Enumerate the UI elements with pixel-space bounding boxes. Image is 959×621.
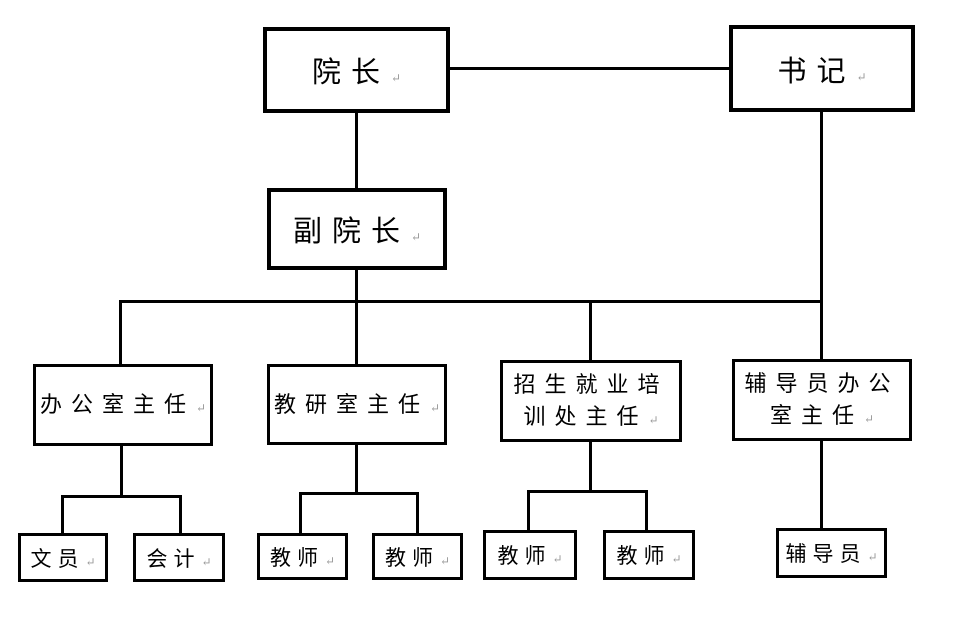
node-office-director-label: 办公室主任: [39, 392, 195, 418]
edge-distribution-bar: [120, 300, 823, 303]
node-teacher-1: 教师↵: [257, 533, 348, 580]
node-admissions-employment-training-director: 招生就业培训处主任↵: [500, 360, 682, 442]
node-clerk: 文员↵: [18, 533, 108, 582]
node-secretary-label: 书记: [777, 55, 856, 88]
paragraph-mark-icon: ↵: [201, 554, 212, 569]
edge-teaching-subtree-stem: [355, 445, 358, 494]
node-office-director: 办公室主任↵: [33, 364, 213, 446]
paragraph-mark-icon: ↵: [863, 412, 875, 426]
paragraph-mark-icon: ↵: [552, 552, 563, 566]
edge-drop-accountant: [179, 495, 182, 533]
node-vice-dean: 副院长↵: [267, 188, 447, 270]
node-teacher-2: 教师↵: [372, 533, 463, 580]
node-dean-label: 院长: [311, 57, 390, 89]
node-teacher-2-label: 教师: [384, 545, 439, 570]
paragraph-mark-icon: ↵: [324, 553, 336, 568]
node-teaching-research-director-label: 教研室主任: [273, 391, 429, 417]
edge-dean-vicedean: [355, 113, 358, 188]
edge-admissions-subtree-bar: [527, 490, 648, 493]
node-teacher-3-label: 教师: [497, 544, 552, 568]
paragraph-mark-icon: ↵: [410, 230, 422, 244]
node-vice-dean-label: 副院长: [292, 216, 410, 248]
node-secretary: 书记↵: [729, 25, 915, 112]
paragraph-mark-icon: ↵: [390, 71, 402, 85]
node-teacher-4-label: 教师: [616, 544, 671, 568]
node-admissions-employment-training-director-label: 招生就业培训处主任: [513, 372, 669, 429]
edge-drop-counselor: [820, 441, 823, 528]
node-teacher-3: 教师↵: [483, 530, 577, 580]
edge-drop-teacher2: [416, 492, 419, 533]
edge-drop-clerk: [61, 495, 64, 533]
edge-admissions-subtree-stem: [589, 442, 592, 492]
edge-drop-teacher1: [299, 492, 302, 533]
node-counselor: 辅导员↵: [776, 528, 887, 578]
node-teacher-1-label: 教师: [269, 545, 324, 570]
edge-vicedean-distribution: [355, 270, 358, 364]
node-teacher-4: 教师↵: [603, 530, 695, 580]
paragraph-mark-icon: ↵: [85, 554, 96, 569]
node-teaching-research-director: 教研室主任↵: [267, 364, 447, 445]
edge-teaching-subtree-bar: [299, 492, 419, 495]
node-counselor-office-director: 辅导员办公室主任↵: [732, 359, 912, 441]
edge-dean-secretary: [450, 67, 729, 70]
edge-drop-office-director: [119, 300, 122, 364]
edge-drop-teacher3: [527, 490, 530, 530]
edge-secretary-counselor-office: [820, 112, 823, 359]
node-accountant: 会计↵: [133, 533, 225, 582]
edge-office-subtree-stem: [120, 446, 123, 495]
paragraph-mark-icon: ↵: [439, 553, 451, 568]
edge-office-subtree-bar: [61, 495, 182, 498]
node-counselor-office-director-label: 辅导员办公室主任: [744, 371, 900, 428]
paragraph-mark-icon: ↵: [856, 69, 867, 84]
node-accountant-label: 会计: [146, 546, 201, 571]
node-clerk-label: 文员: [30, 546, 85, 571]
node-counselor-label: 辅导员: [785, 542, 867, 566]
node-dean: 院长↵: [263, 27, 450, 113]
paragraph-mark-icon: ↵: [867, 550, 878, 564]
paragraph-mark-icon: ↵: [648, 413, 659, 427]
edge-drop-admissions-director: [589, 300, 592, 360]
edge-drop-teacher4: [645, 490, 648, 530]
paragraph-mark-icon: ↵: [429, 400, 441, 415]
paragraph-mark-icon: ↵: [671, 552, 682, 566]
paragraph-mark-icon: ↵: [195, 401, 207, 416]
